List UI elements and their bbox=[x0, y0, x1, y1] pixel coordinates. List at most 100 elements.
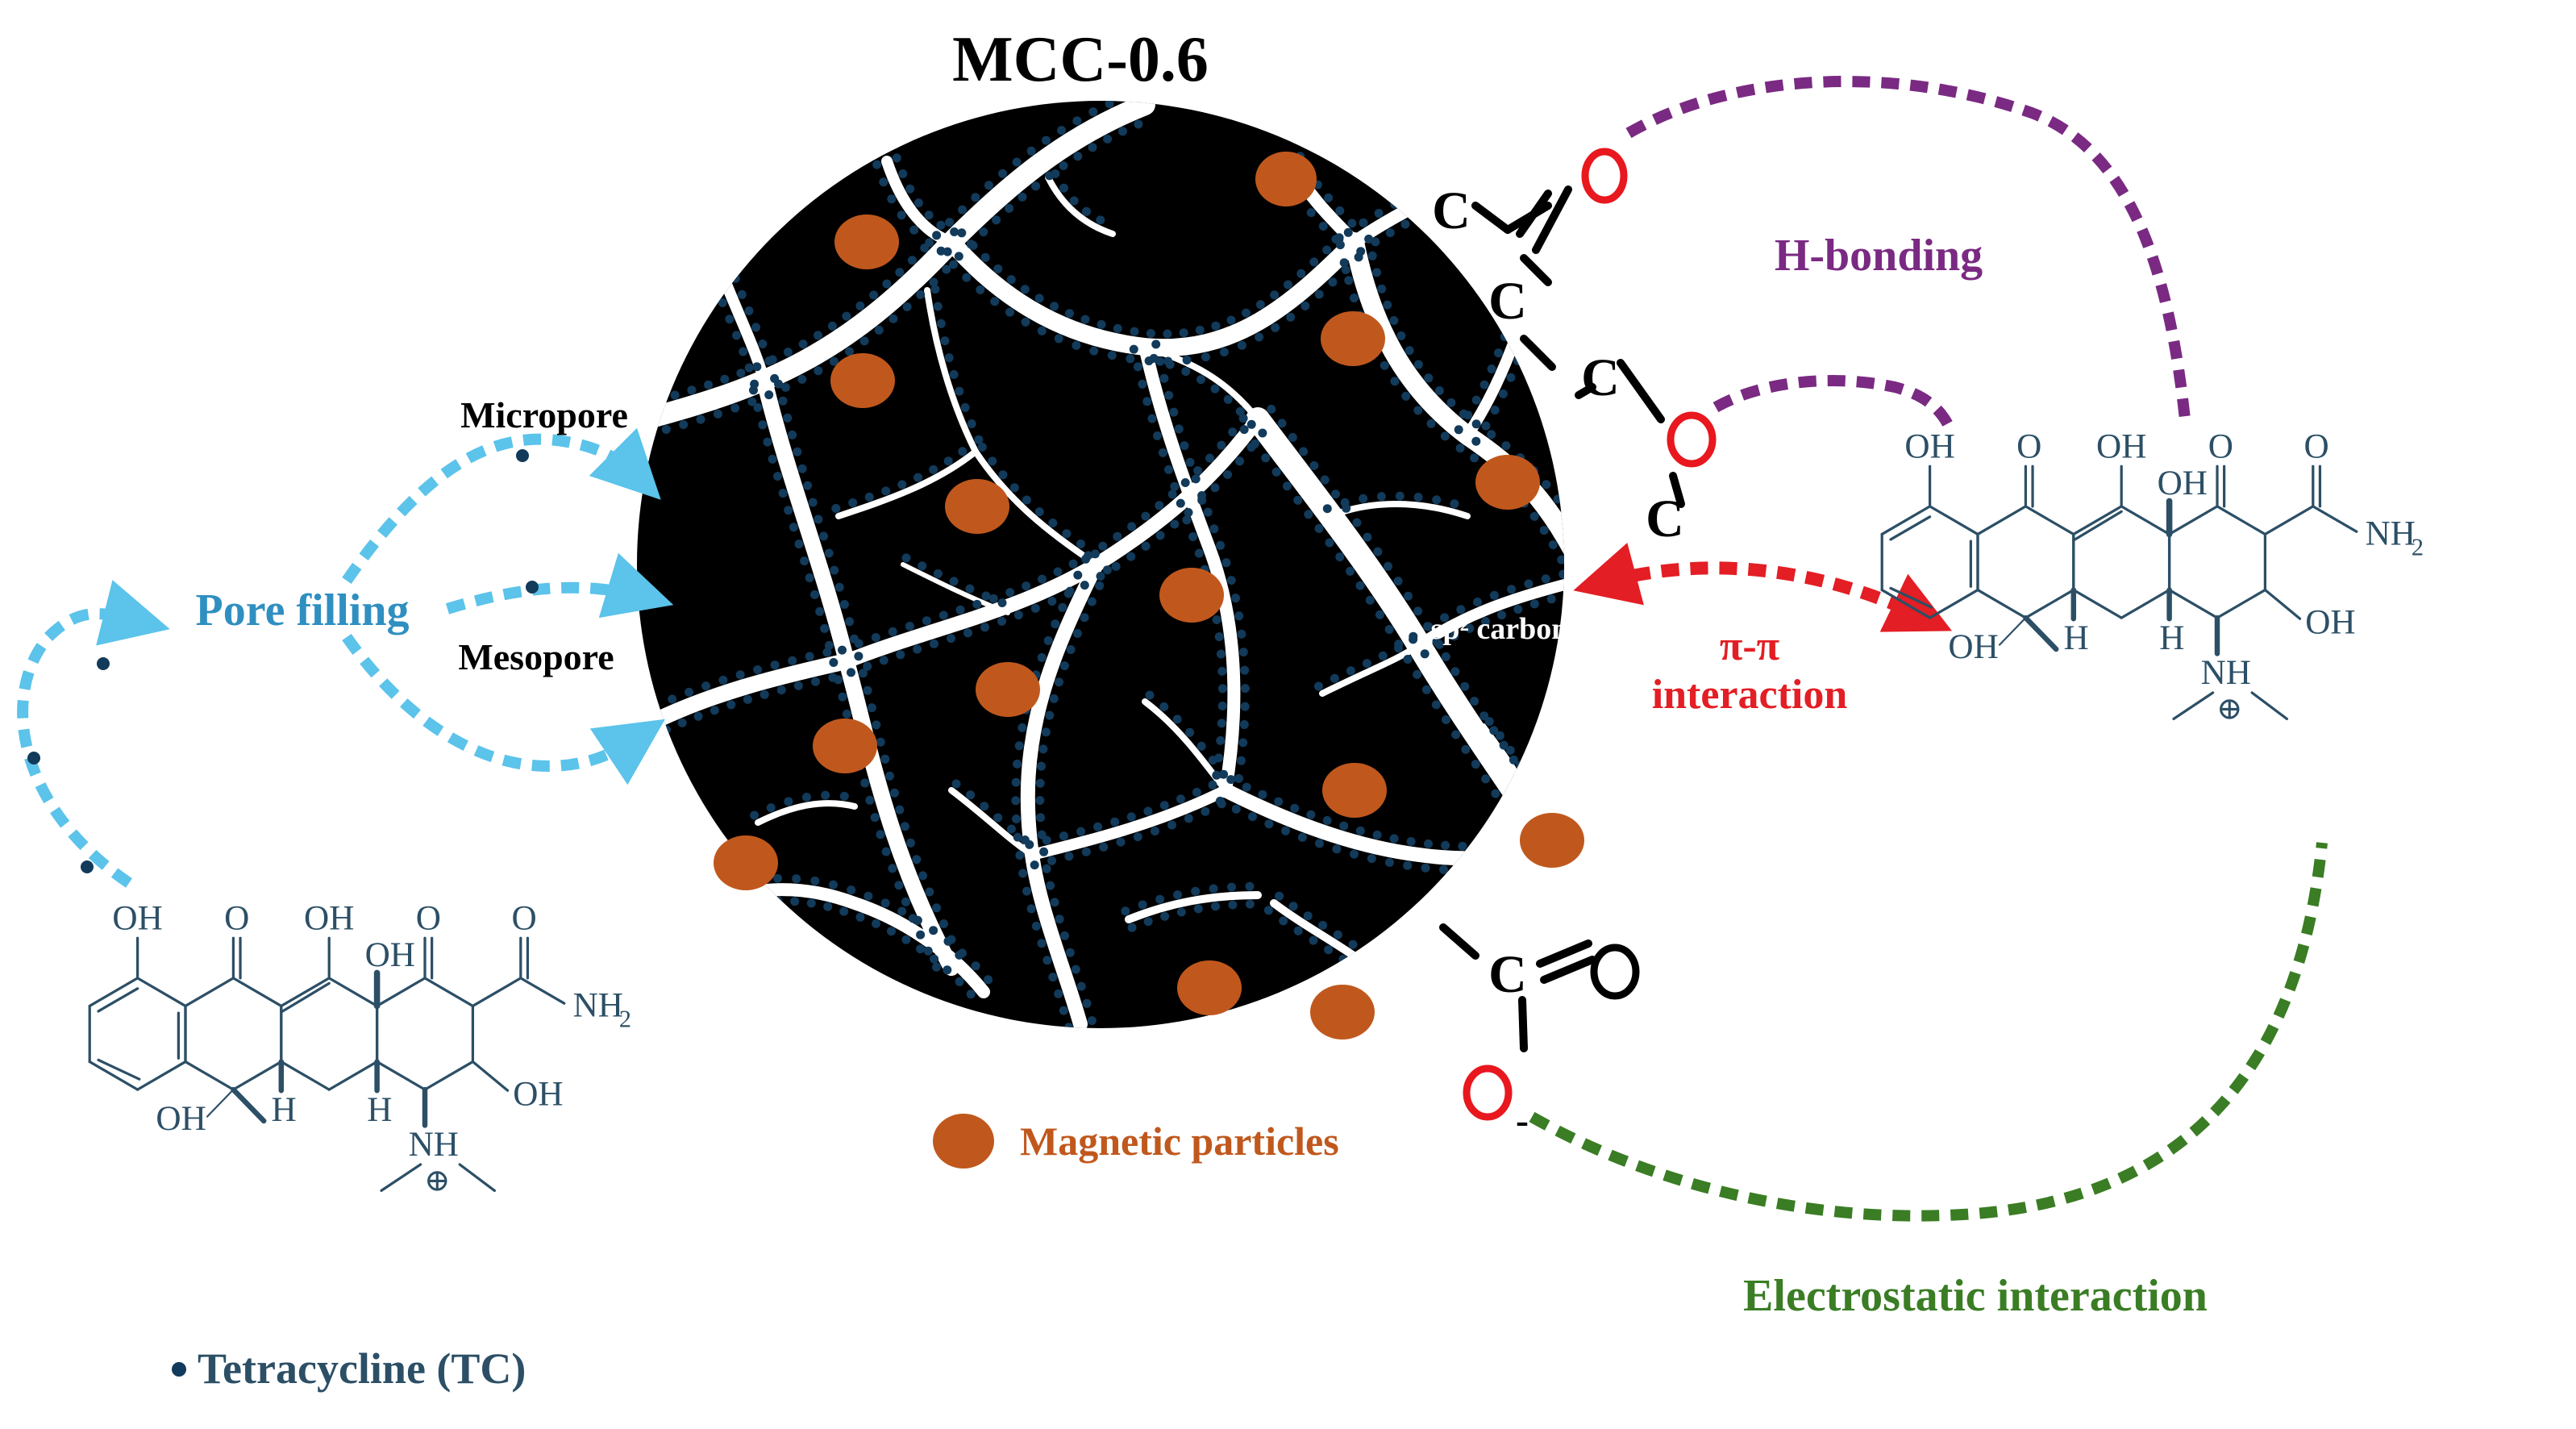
tc-dot bbox=[1531, 306, 1541, 315]
tc-dot bbox=[1099, 842, 1109, 852]
tc-dot bbox=[1012, 157, 1022, 167]
o-label: O bbox=[416, 899, 441, 937]
tc-dot bbox=[1176, 794, 1185, 804]
tc-dot bbox=[1406, 837, 1416, 846]
tc-dot bbox=[1339, 821, 1349, 831]
tc-dot bbox=[1234, 773, 1243, 783]
tc-dot bbox=[1006, 824, 1016, 834]
tc-dot bbox=[788, 656, 797, 665]
tc-dot bbox=[1389, 834, 1399, 844]
plus-label: ⊕ bbox=[2216, 691, 2243, 726]
tc-dot bbox=[776, 685, 786, 695]
tc-dot bbox=[1413, 669, 1422, 679]
tc-dot bbox=[929, 926, 938, 935]
carbon-atom: C bbox=[1581, 348, 1620, 407]
o-label: O bbox=[512, 899, 537, 937]
bond bbox=[231, 977, 283, 1008]
tc-dot bbox=[806, 898, 816, 908]
tc-dot bbox=[887, 927, 896, 936]
tc-dot bbox=[1510, 818, 1520, 827]
sp2-carbon-label: sp² carbon bbox=[1431, 612, 1569, 646]
carbonyl-oxygen bbox=[1581, 148, 1628, 204]
tc-dot bbox=[1006, 275, 1016, 285]
nh-label: NH bbox=[409, 1126, 459, 1164]
tc-dot bbox=[789, 523, 798, 532]
tc-dot bbox=[753, 665, 763, 674]
tc-dot bbox=[1080, 315, 1090, 324]
tc-dot bbox=[1393, 577, 1403, 586]
tc-dot bbox=[778, 489, 788, 498]
tc-dot bbox=[1172, 714, 1182, 724]
tc-dot bbox=[1492, 841, 1502, 851]
tc-dot bbox=[1389, 316, 1399, 325]
tc-dot bbox=[990, 297, 1000, 306]
tc-dot bbox=[1153, 431, 1162, 440]
tc-dot bbox=[1041, 727, 1051, 737]
tc-dot bbox=[1290, 803, 1300, 813]
tc-dot bbox=[803, 481, 813, 490]
nh2-subscript: 2 bbox=[619, 1005, 631, 1032]
tc-dot bbox=[870, 813, 880, 823]
tc-dot bbox=[1236, 756, 1246, 765]
bond bbox=[280, 1060, 331, 1091]
tc-dot bbox=[1180, 441, 1189, 451]
oh-label: OH bbox=[1948, 628, 1998, 666]
tc-dot bbox=[1015, 851, 1025, 860]
tc-dot bbox=[792, 874, 801, 884]
tc-dot bbox=[651, 913, 660, 923]
tc-dot bbox=[1331, 235, 1341, 244]
bond bbox=[2120, 505, 2171, 536]
tc-dot bbox=[1384, 625, 1394, 634]
tc-dot bbox=[1403, 655, 1413, 664]
tc-dot bbox=[1279, 916, 1288, 926]
tc-dot bbox=[1050, 302, 1059, 311]
tc-dot bbox=[1271, 323, 1280, 332]
tc-dot bbox=[1500, 803, 1510, 813]
tc-dot bbox=[713, 409, 722, 419]
tc-dot bbox=[1093, 822, 1103, 831]
tc-dot bbox=[1047, 597, 1057, 606]
tc-dot bbox=[730, 273, 740, 283]
pi-pi-arrow bbox=[1573, 543, 1953, 632]
tc-dot bbox=[1071, 964, 1080, 974]
tc-dot bbox=[1309, 257, 1319, 267]
tc-dot bbox=[1458, 841, 1467, 851]
tc-dot bbox=[1180, 478, 1190, 487]
tc-dot bbox=[1005, 588, 1015, 598]
tc-dot bbox=[998, 470, 1008, 480]
tc-dot bbox=[1017, 192, 1027, 202]
tc-dot bbox=[1195, 325, 1205, 335]
tc-dot bbox=[819, 531, 828, 541]
tc-dot bbox=[1432, 495, 1442, 505]
tc-dot bbox=[967, 419, 976, 428]
tc-dot bbox=[808, 498, 818, 507]
tc-dot bbox=[1095, 581, 1105, 590]
carbon-atom: C bbox=[1488, 945, 1527, 1004]
bond bbox=[1976, 505, 2028, 536]
tc-dot bbox=[1176, 498, 1185, 508]
tc-dot bbox=[1210, 384, 1220, 394]
tc-dot bbox=[1054, 334, 1063, 344]
tc-dot bbox=[1212, 770, 1221, 780]
tc-dot bbox=[1510, 840, 1520, 849]
tc-dot bbox=[1375, 610, 1384, 619]
tc-dot bbox=[1017, 723, 1027, 732]
tc-dot bbox=[670, 390, 680, 400]
tc-dot bbox=[1073, 570, 1083, 580]
tc-dot bbox=[863, 661, 872, 671]
tc-dot bbox=[965, 584, 975, 594]
tc-dot bbox=[1081, 554, 1091, 564]
tc-dot bbox=[1324, 945, 1334, 955]
tc-dot bbox=[1539, 526, 1549, 535]
tc-dot-swatch bbox=[172, 1362, 186, 1377]
tc-dot bbox=[685, 687, 694, 697]
tc-dot bbox=[1347, 219, 1357, 228]
bond bbox=[135, 1060, 187, 1091]
tc-dot bbox=[1516, 760, 1525, 770]
bond bbox=[519, 977, 566, 1005]
tc-dot bbox=[1089, 346, 1099, 356]
tc-dot bbox=[1404, 591, 1413, 601]
tc-dot bbox=[758, 340, 768, 348]
magnetic-particle bbox=[813, 719, 877, 773]
tc-dot bbox=[1193, 904, 1203, 914]
